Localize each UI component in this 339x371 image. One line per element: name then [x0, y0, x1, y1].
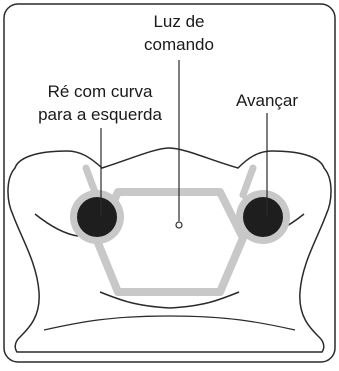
forward-button[interactable]: [243, 197, 283, 237]
controller-outline: [7, 147, 332, 353]
reverse-left-button[interactable]: [77, 197, 117, 237]
command-light-label-line1: Luz de: [153, 12, 204, 31]
reverse-left-label-line2: para a esquerda: [38, 105, 162, 124]
controller-body: [7, 147, 332, 353]
bottom-curve-line: [43, 315, 296, 331]
reverse-left-label-line1: Ré com curva: [48, 82, 153, 101]
lower-body-line: [99, 291, 240, 309]
forward-label: Avançar: [236, 91, 298, 110]
command-light-label-line2: comando: [144, 35, 214, 54]
left-shoulder-line: [34, 213, 79, 237]
command-light: [175, 221, 183, 229]
diagram-border: [3, 3, 336, 363]
right-stick-stem: [239, 164, 257, 199]
